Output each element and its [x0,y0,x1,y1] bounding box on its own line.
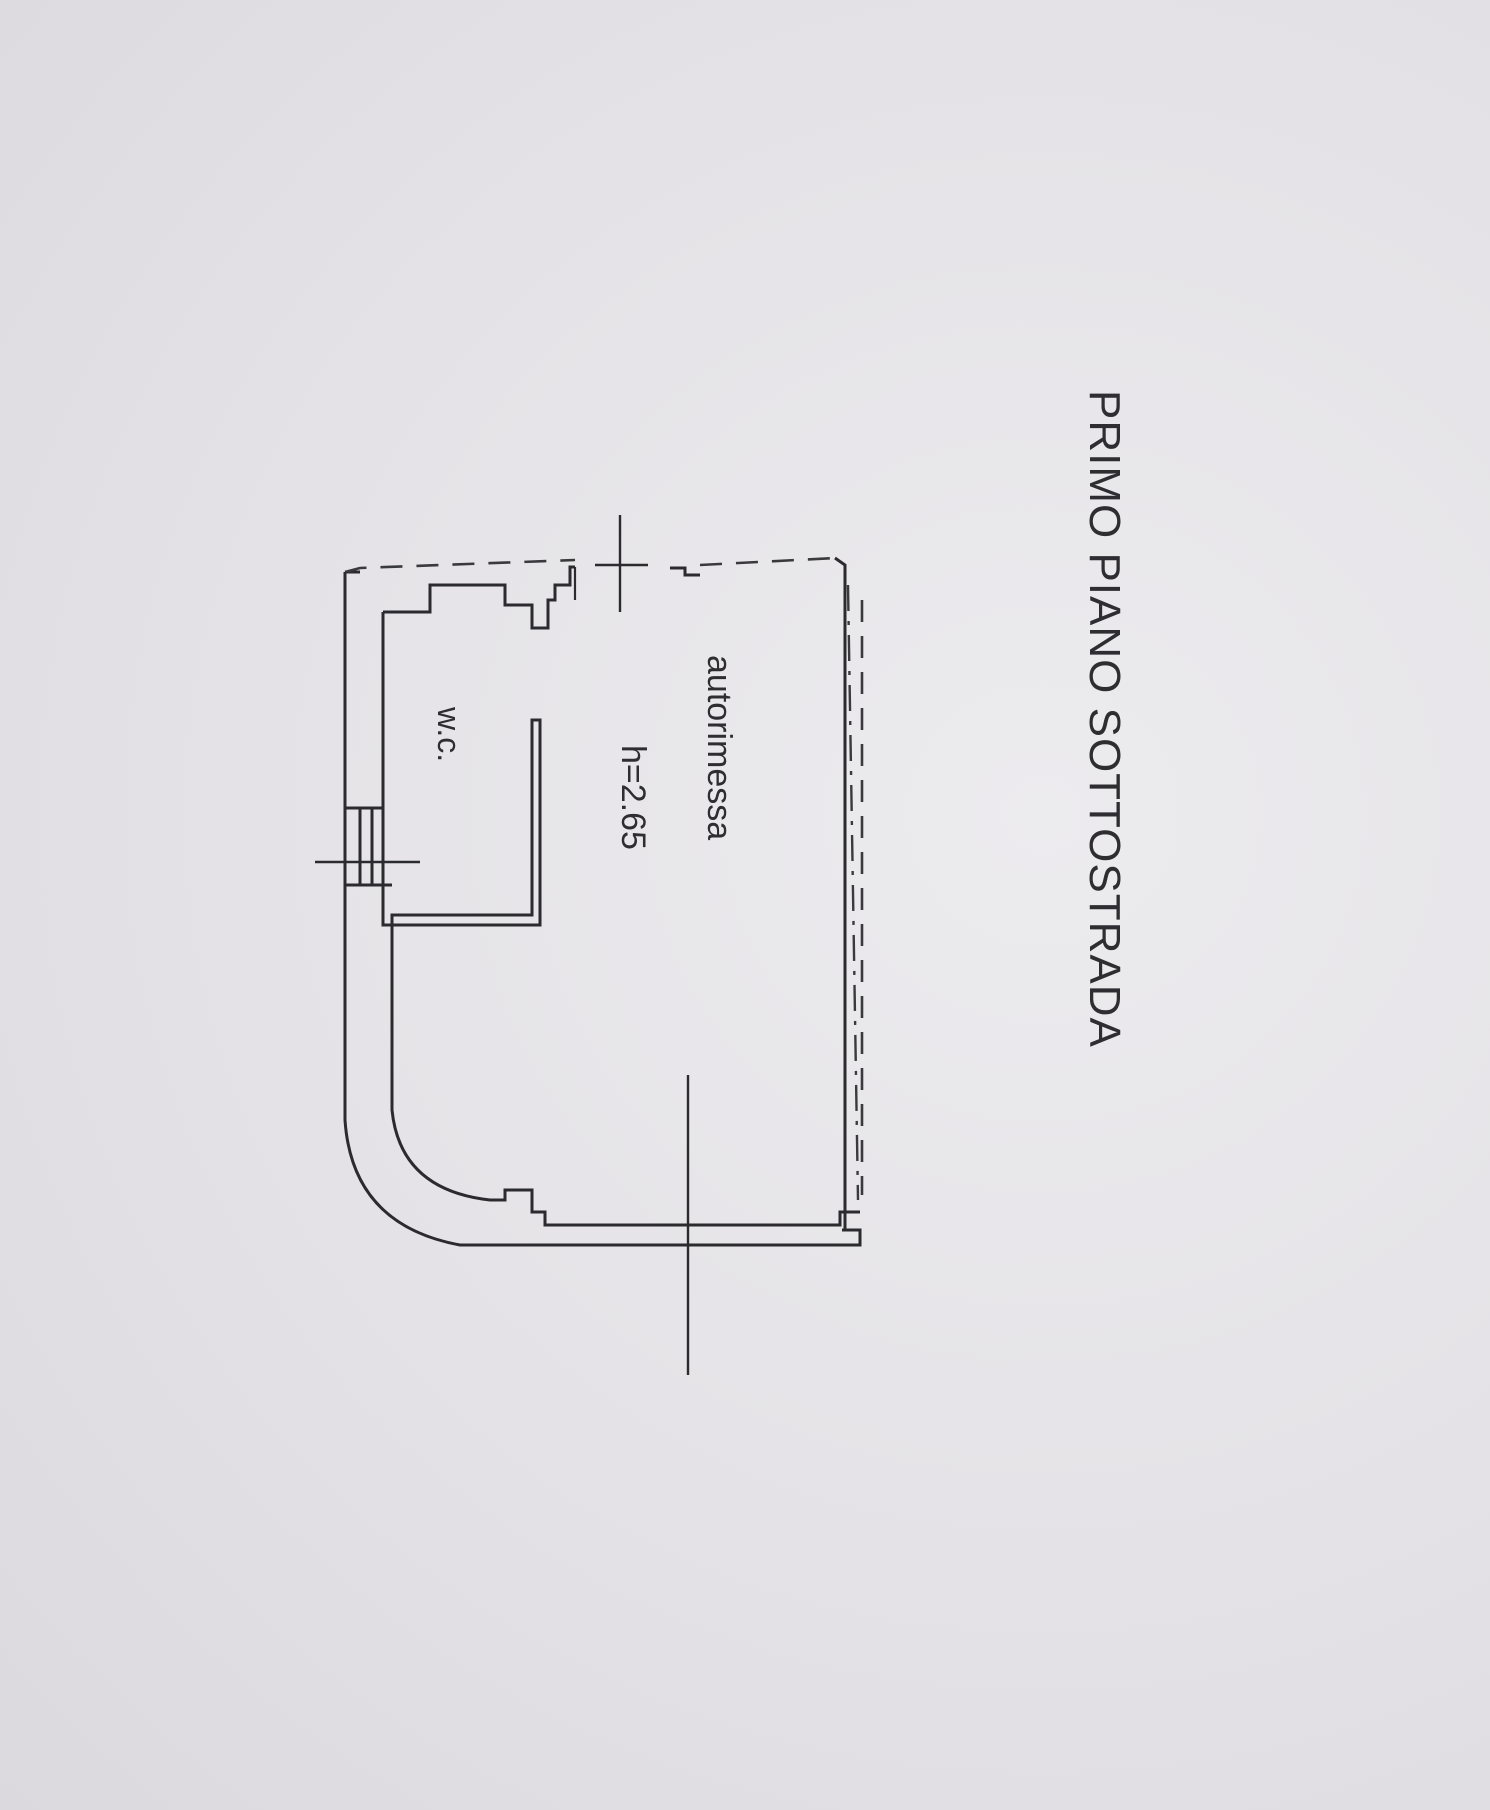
plan-title: PRIMO PIANO SOTTOSTRADA [1080,390,1129,1048]
top-wall [383,565,700,630]
room-height-label: h=2.65 [614,745,652,850]
top-boundary [344,558,576,574]
room-label-autorimessa: autorimessa [700,655,738,840]
outer-wall [343,570,862,1247]
wc-partition [381,718,542,940]
right-boundary [699,556,864,1230]
room-label-wc: w.c. [431,706,467,762]
left-wall [343,572,392,1120]
section-lines [315,515,718,1375]
